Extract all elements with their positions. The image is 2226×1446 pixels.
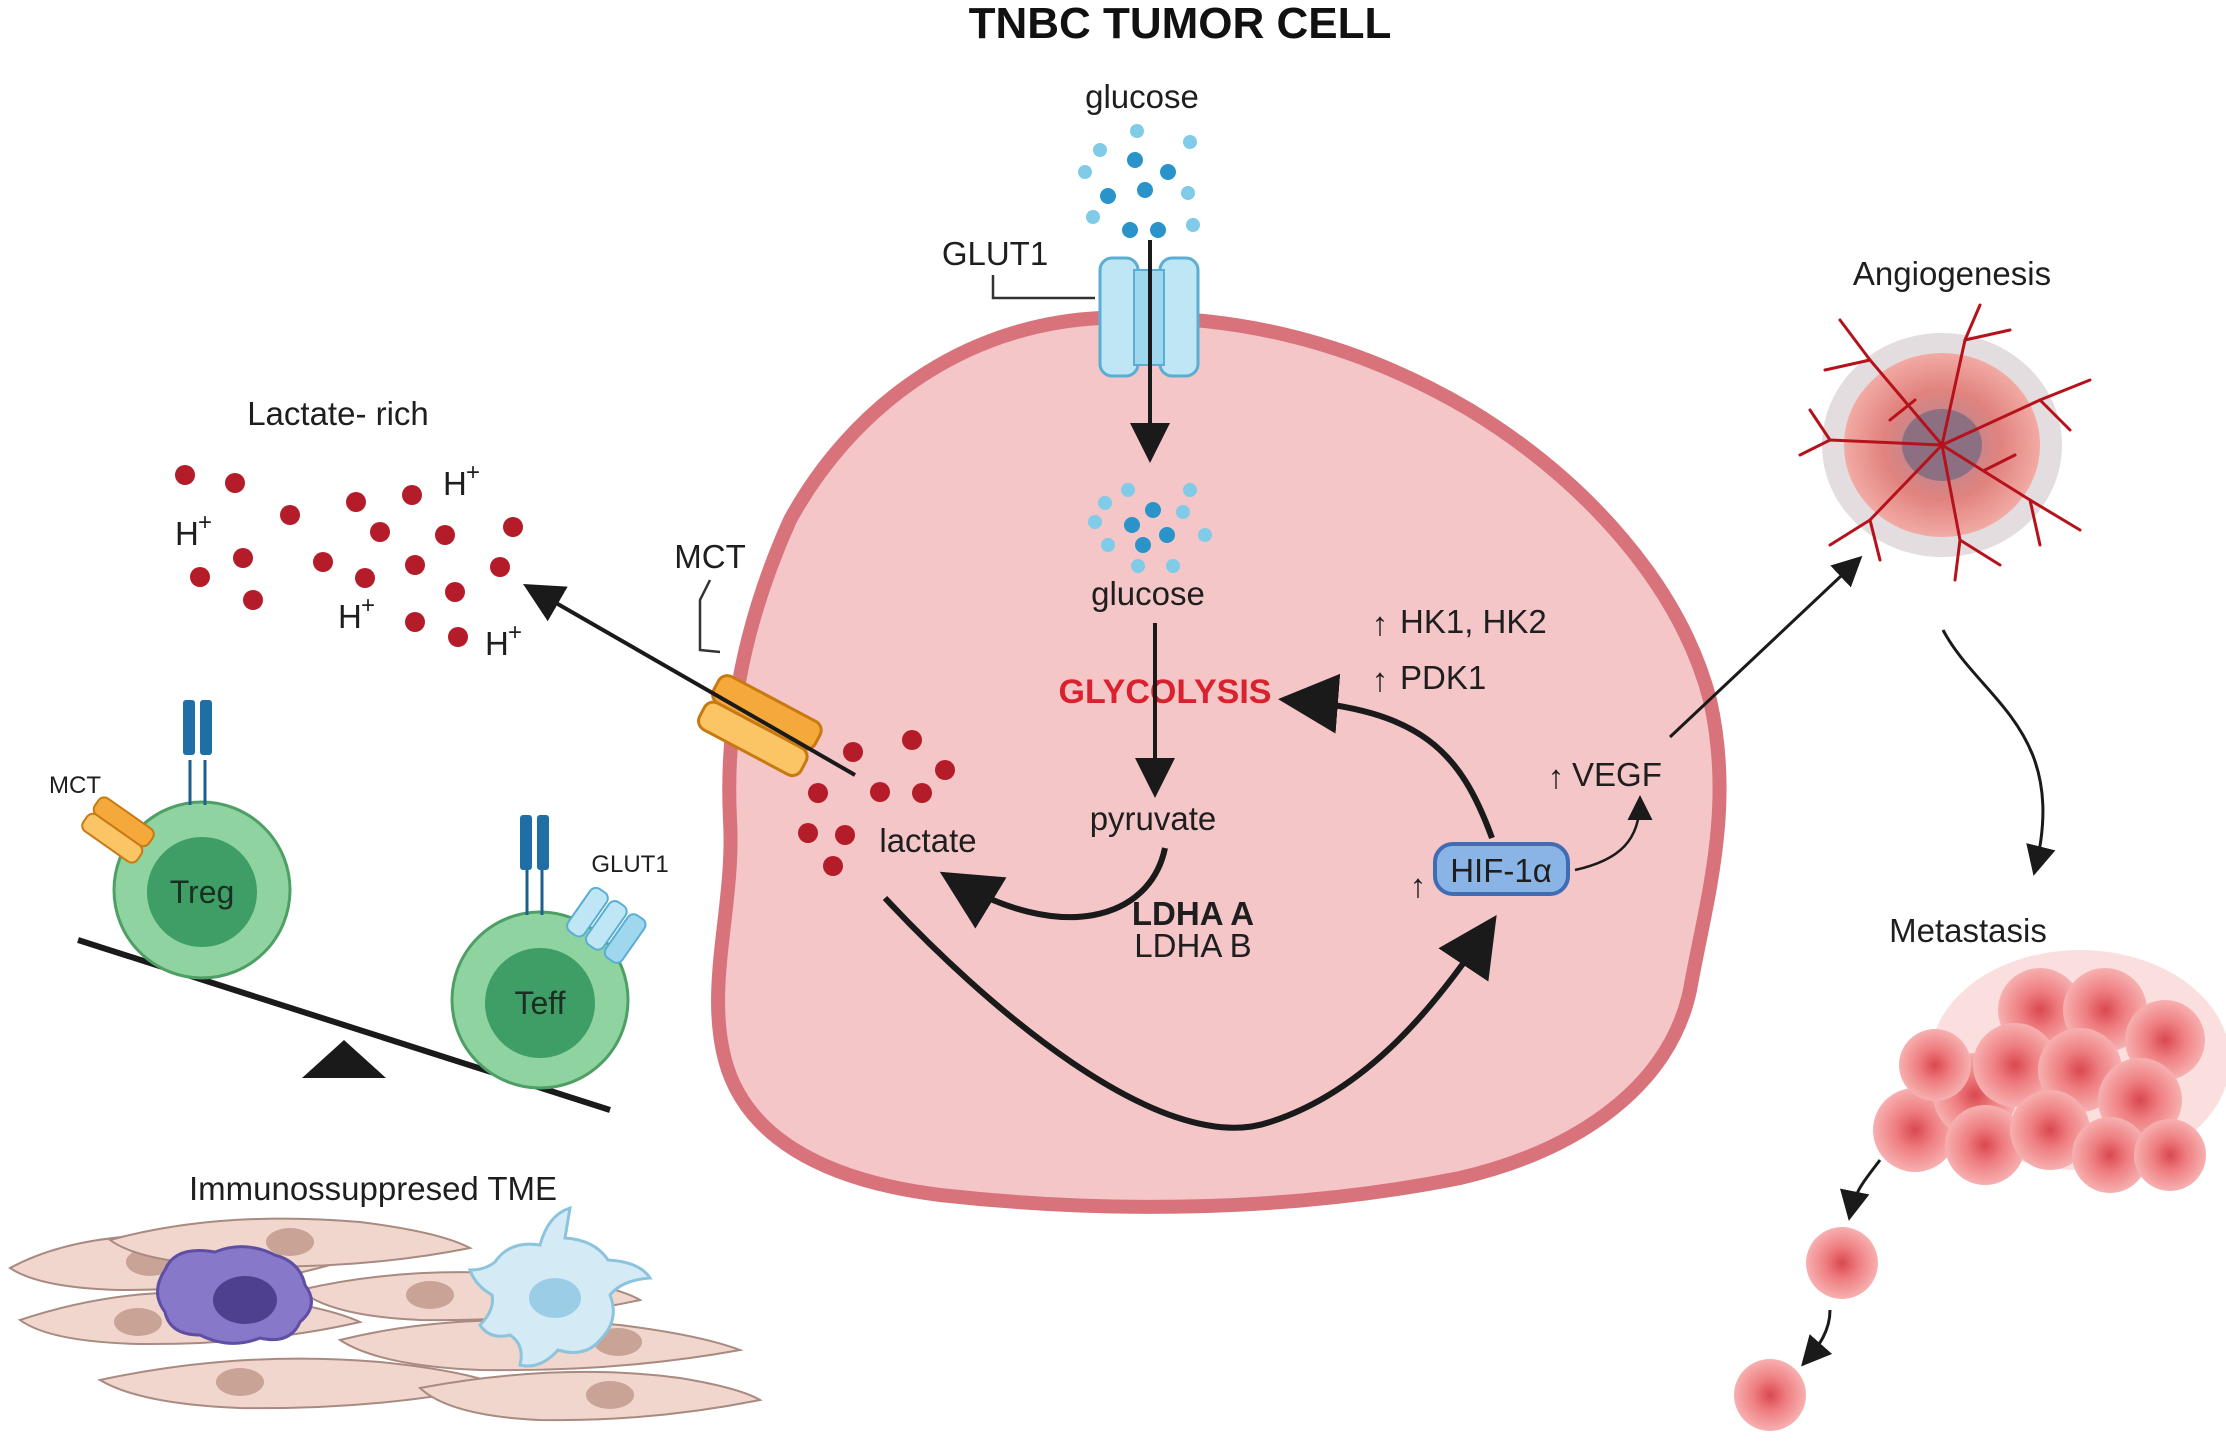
- metastasis-arrow-1: [1840, 1159, 1882, 1221]
- lactate-label: lactate: [879, 822, 976, 859]
- h-plus-label-4: H +: [485, 619, 522, 662]
- vegf-to-angiogenesis-arrow: [1668, 555, 1863, 739]
- mct-transporter-icon: [697, 674, 823, 778]
- mct-treg-icon: [81, 796, 155, 864]
- immuno-tme-label: Immunossuppresed TME: [189, 1170, 557, 1207]
- mct-treg-label: MCT: [49, 772, 101, 799]
- circulating-cancer-cell-icon: [1734, 1359, 1806, 1431]
- teff-cell: Teff: [450, 910, 630, 1090]
- pdk1-label: PDK1: [1400, 659, 1486, 696]
- lactate-export-arrow: [523, 584, 856, 777]
- hif-1a-box: [1433, 842, 1570, 896]
- mct-leader-line: [698, 579, 721, 654]
- treg-cell: Treg: [112, 800, 292, 980]
- glycolysis-label: GLYCOLYSIS: [1059, 673, 1272, 711]
- tumor-cell-body: [711, 310, 1727, 1214]
- vegf-label: VEGF: [1572, 756, 1662, 793]
- hif-to-glycolysis-arrow: [1278, 673, 1495, 840]
- tcr-receptor-icon: [183, 700, 212, 805]
- svg-text:H: H: [175, 515, 199, 552]
- glut1-leader-line: [991, 275, 1095, 300]
- svg-text:+: +: [361, 592, 375, 619]
- lactate-to-hif-arrow: [882, 895, 1497, 1131]
- h-plus-label-1: H +: [175, 509, 212, 552]
- dendritic-cell-icon: [467, 1205, 653, 1368]
- lactate-rich-label: Lactate- rich: [247, 395, 429, 432]
- glucose-molecules-inside: [1088, 483, 1212, 573]
- tcr-receptor-teff-icon: [520, 815, 549, 915]
- ldha-b-label: LDHA B: [1134, 927, 1251, 964]
- cancer-cell-cluster-icon: [1873, 950, 2226, 1193]
- pyruvate-label: pyruvate: [1090, 800, 1217, 837]
- hif-to-vegf-arrow: [1574, 795, 1653, 872]
- macrophage-icon: [156, 1245, 313, 1345]
- metastasis-label: Metastasis: [1889, 912, 2047, 949]
- glut1-teff-label: GLUT1: [591, 851, 668, 878]
- glut1-transporter-icon: [1098, 256, 1200, 378]
- h-plus-label-3: H +: [338, 592, 375, 635]
- mct-membrane-label: MCT: [674, 538, 745, 575]
- metastasis-arrow-2: [1801, 1309, 1833, 1367]
- seesaw-fulcrum-icon: [302, 1040, 386, 1078]
- diagram-title: TNBC TUMOR CELL: [969, 0, 1392, 48]
- svg-text:+: +: [466, 459, 480, 486]
- glut1-membrane-label: GLUT1: [942, 235, 1048, 272]
- angiogenesis-label: Angiogenesis: [1853, 255, 2051, 292]
- svg-text:+: +: [508, 619, 522, 646]
- svg-text:H: H: [485, 625, 509, 662]
- h-plus-label-2: H +: [443, 459, 480, 502]
- treg-label: Treg: [170, 874, 235, 910]
- svg-text:H: H: [338, 598, 362, 635]
- hif-1a-label: HIF-1α: [1450, 852, 1552, 889]
- fibroblast-icon: [107, 1217, 473, 1268]
- pyruvate-to-lactate-arrow: [939, 847, 1168, 929]
- vegf-up-arrow: ↑: [1548, 758, 1565, 795]
- pdk1-up-arrow: ↑: [1372, 661, 1389, 698]
- lactate-molecules-inside: [798, 730, 955, 876]
- hk-up-arrow: ↑: [1372, 605, 1389, 642]
- glut1-teff-icon: [566, 886, 647, 964]
- ldha-a-label: LDHA A: [1132, 895, 1254, 932]
- hif-up-arrow: ↑: [1410, 867, 1427, 904]
- fibroblast-icon: [417, 1370, 763, 1422]
- svg-text:H: H: [443, 465, 467, 502]
- angiogenesis-to-metastasis-arrow: [1941, 629, 2056, 876]
- teff-label: Teff: [515, 985, 566, 1021]
- lactate-molecules-outside: [175, 465, 523, 647]
- svg-text:+: +: [198, 509, 212, 536]
- glucose-molecules-outside: [1078, 124, 1200, 238]
- hk-label: HK1, HK2: [1400, 603, 1547, 640]
- glucose-inside-label: glucose: [1091, 575, 1205, 612]
- fibroblast-layer: [8, 1217, 763, 1422]
- glucose-outside-label: glucose: [1085, 78, 1199, 115]
- tumor-vessel-icon: [1798, 303, 2092, 582]
- circulating-cancer-cell-icon: [1806, 1227, 1878, 1299]
